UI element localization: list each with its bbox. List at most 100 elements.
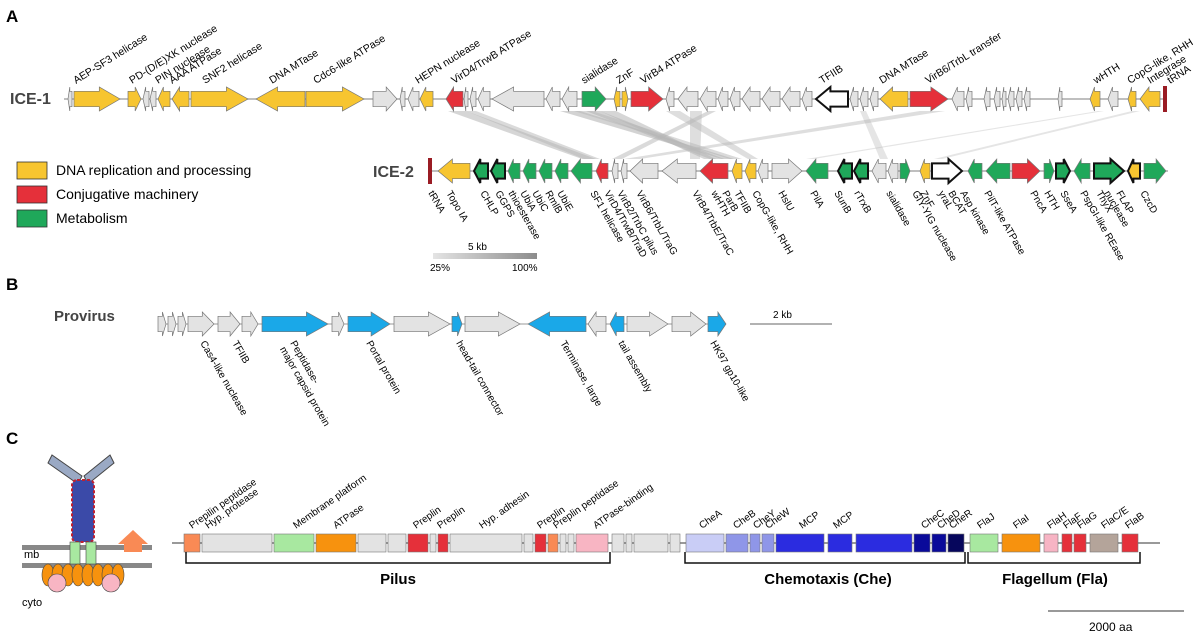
ice1-label: Cdc6-like ATPase [311, 32, 388, 86]
ice2-label: tRNA [425, 189, 447, 215]
ice2-gene [805, 158, 829, 184]
c-groups: Pilus Chemotaxis (Che) Flagellum (Fla) [185, 552, 1141, 588]
group-flagellum: Flagellum (Fla) [1002, 571, 1108, 588]
ice2-gene [1073, 157, 1091, 185]
cytoplasm-label: cyto [22, 597, 42, 609]
scale-c: 2000 aa [1048, 610, 1184, 634]
ice2-gene [1126, 158, 1141, 184]
provirus-label: Peptidase- major capsid protein [277, 339, 342, 428]
ice2-gene [1011, 158, 1041, 184]
ice1-gene [951, 86, 965, 112]
group-chemotaxis: Chemotaxis (Che) [764, 571, 892, 588]
ice2-gene [570, 157, 593, 185]
ice1-gene [157, 86, 171, 112]
ice2-label: Topo IA [443, 189, 470, 224]
ice1-title: ICE-1 [10, 91, 51, 108]
ice1-gene [463, 86, 469, 112]
scale-a-max: 100% [512, 263, 538, 274]
scale-a: 5 kb 25% 100% [430, 242, 538, 274]
c-gene [534, 533, 547, 553]
provirus-gene [671, 311, 707, 337]
ice1-gene [717, 86, 729, 112]
pilus-bracket [185, 552, 611, 564]
ice2-label: PilA [807, 189, 826, 210]
ice1-gene [965, 86, 973, 112]
ice1-gene [699, 85, 717, 113]
pilus-illustration: mb cyto [22, 454, 152, 609]
ice2-gene [554, 158, 569, 184]
ice2-gene [489, 158, 506, 184]
provirus-gene [217, 311, 241, 337]
ice2-gene [472, 158, 489, 184]
ice1-gene [491, 86, 545, 112]
ice1-gene [142, 86, 150, 112]
provirus-genes [157, 310, 727, 338]
c-gene [611, 533, 625, 553]
ice1-gene [1007, 86, 1015, 112]
ice1-gene [630, 86, 664, 112]
ice1-gene [849, 86, 859, 112]
ice2-gene [731, 158, 743, 184]
ice2-gene [871, 158, 887, 184]
ice1-gene [879, 86, 909, 112]
legend-label-conj: Conjugative machinery [56, 186, 198, 202]
ice2-gene [538, 158, 553, 184]
ice2-gene [1043, 158, 1055, 184]
c-gene [1043, 533, 1059, 553]
c-gene-label: FlaI [1011, 513, 1031, 532]
ice2-gene [836, 158, 853, 184]
ice1-gene [801, 86, 813, 112]
c-gene [429, 533, 437, 553]
c-gene [827, 533, 853, 553]
scale-a-min: 25% [430, 263, 450, 274]
ice2-trna-marker [428, 158, 432, 184]
c-gene [669, 533, 681, 553]
provirus-gene [331, 311, 345, 337]
ice1-label: sialidase [579, 55, 620, 87]
ice1-gene [469, 86, 477, 112]
ice2-gene [931, 156, 964, 186]
ice1-gene [621, 86, 629, 112]
ice2-label: SseA [1057, 189, 1079, 215]
scale-b-label: 2 kb [773, 310, 792, 321]
ice1-gene [127, 86, 142, 112]
homology-link [934, 111, 1140, 159]
provirus-gene [587, 310, 607, 338]
ice1-gene [581, 86, 607, 112]
ice2-gene [1143, 158, 1167, 184]
ice1-gene [869, 86, 879, 112]
ice1-gene [399, 86, 406, 112]
ice1-gene [677, 85, 699, 113]
legend-label-metab: Metabolism [56, 210, 128, 226]
provirus-gene-labels: Cas4-like nuclease TFIIB Peptidase- majo… [197, 339, 751, 428]
c-gene [1001, 533, 1041, 553]
ice1-gene [1107, 86, 1119, 112]
c-gene [1061, 533, 1073, 553]
c-gene [387, 533, 407, 553]
ice1-gene [859, 86, 869, 112]
c-gene [633, 533, 669, 553]
c-gene [1089, 533, 1119, 553]
ice1-label: VirB6/TrbL transfer [923, 30, 1004, 87]
homology-link [612, 111, 716, 159]
ice1-gene [729, 86, 741, 112]
c-gene-label: MCP [797, 510, 822, 532]
c-gene [547, 533, 559, 553]
provirus-gene [393, 311, 451, 337]
ice1-gene [613, 86, 621, 112]
ice1-label: ZnF [614, 66, 636, 86]
ice1-trna-marker [1163, 86, 1167, 112]
ice1-gene [255, 86, 306, 112]
membrane-platform [85, 541, 97, 565]
ice1-gene [149, 86, 157, 112]
ice1-gene [1015, 86, 1023, 112]
provirus-gene [626, 311, 669, 337]
ice1-label: wHTH [1090, 61, 1122, 87]
homology-link [624, 111, 945, 159]
ice2-gene [744, 158, 757, 184]
legend-swatch-dna [16, 161, 48, 180]
c-gene [201, 533, 273, 553]
homology-link [586, 111, 724, 159]
